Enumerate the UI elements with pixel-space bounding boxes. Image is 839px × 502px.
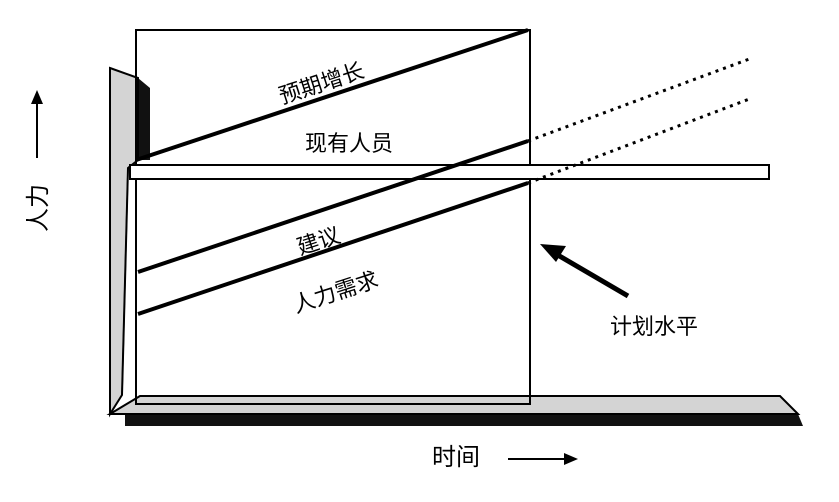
time-axis-label: 时间 bbox=[432, 443, 480, 471]
planning-level-arrow-shaft bbox=[554, 251, 630, 299]
wall-panel bbox=[109, 66, 150, 418]
current-staff-bar bbox=[129, 164, 770, 180]
planning-level-arrow-head bbox=[540, 244, 566, 262]
expected-growth-line bbox=[135, 28, 529, 162]
suggestion-line bbox=[137, 139, 529, 274]
back-plane-frame bbox=[135, 29, 531, 405]
staff-demand-line bbox=[137, 181, 529, 316]
manpower-axis-label: 人力 bbox=[24, 184, 52, 232]
wall-shadow bbox=[138, 78, 150, 160]
planning-level-arrow bbox=[540, 244, 630, 299]
manpower-axis: 人力 bbox=[24, 90, 52, 232]
manpower-axis-arrow-head bbox=[31, 90, 43, 104]
time-axis-arrow-head bbox=[564, 453, 578, 465]
label-planning-level: 计划水平 bbox=[610, 315, 698, 340]
floor-shadow bbox=[125, 414, 803, 426]
time-axis: 时间 bbox=[432, 443, 578, 471]
wall-slab bbox=[109, 66, 139, 418]
label-current-staff: 现有人员 bbox=[305, 132, 393, 157]
wall-inner-edge bbox=[121, 167, 129, 396]
suggestion-line-projection bbox=[527, 56, 753, 143]
